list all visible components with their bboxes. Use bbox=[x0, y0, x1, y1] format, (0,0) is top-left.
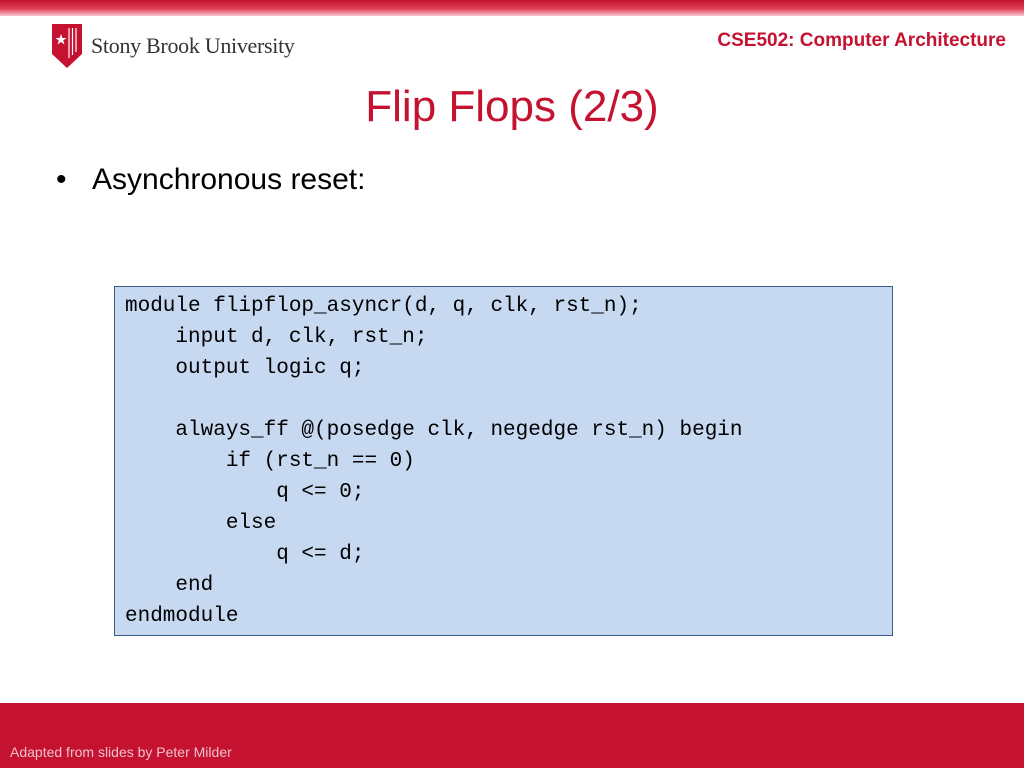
footer-bar bbox=[0, 703, 1024, 768]
bullet-marker: • bbox=[56, 163, 67, 196]
code-line: end bbox=[125, 574, 214, 597]
code-line: q <= d; bbox=[125, 543, 365, 566]
course-title: CSE502: Computer Architecture bbox=[717, 30, 1006, 51]
bullet-text: Asynchronous reset: bbox=[92, 163, 366, 196]
slide-title: Flip Flops (2/3) bbox=[365, 82, 659, 131]
code-line: if (rst_n == 0) bbox=[125, 450, 415, 473]
code-line: endmodule bbox=[125, 605, 239, 628]
code-line: else bbox=[125, 512, 277, 535]
bullet-item: • Asynchronous reset: bbox=[56, 163, 365, 197]
code-line: output logic q; bbox=[125, 357, 365, 380]
code-line: input d, clk, rst_n; bbox=[125, 326, 428, 349]
code-block: module flipflop_asyncr(d, q, clk, rst_n)… bbox=[114, 286, 893, 636]
logo-text: Stony Brook University bbox=[91, 33, 295, 58]
code-line: always_ff @(posedge clk, negedge rst_n) … bbox=[125, 419, 743, 442]
footer-credit: Adapted from slides by Peter Milder bbox=[10, 744, 232, 760]
code-line: q <= 0; bbox=[125, 481, 365, 504]
top-stripe bbox=[0, 0, 1024, 16]
star-shield-icon bbox=[52, 24, 82, 68]
university-logo: Stony Brook University bbox=[52, 24, 295, 68]
code-line: module flipflop_asyncr(d, q, clk, rst_n)… bbox=[125, 295, 642, 318]
